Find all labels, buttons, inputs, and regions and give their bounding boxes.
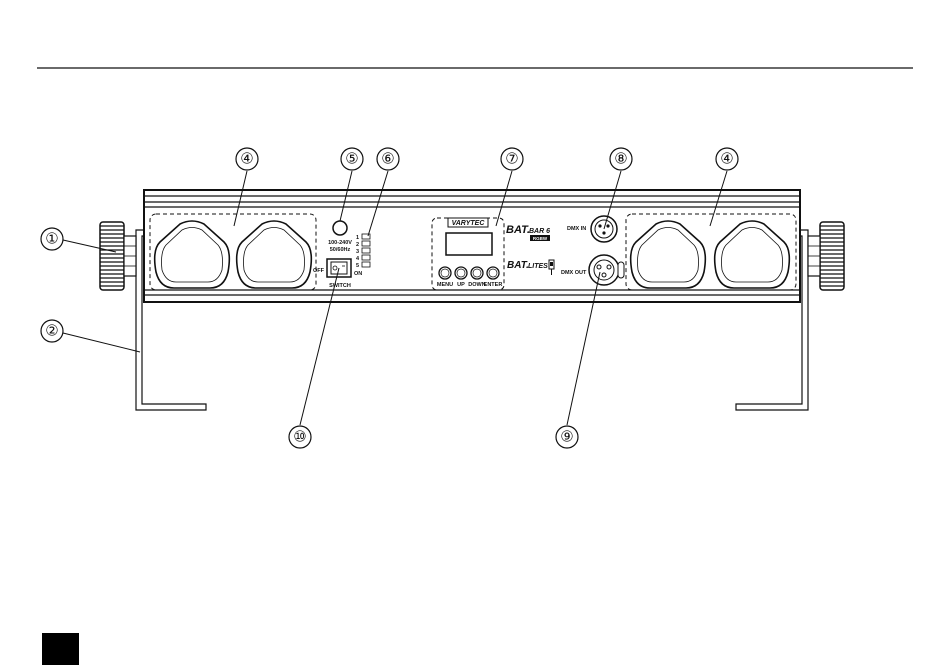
- dip-toggle: [362, 248, 370, 253]
- svg-text:ENTER: ENTER: [484, 282, 503, 288]
- brand-logo: VARYTEC: [448, 218, 488, 227]
- dmx-out-label: DMX OUT: [561, 270, 587, 276]
- left-fixing-knob: [100, 222, 136, 290]
- svg-text:⑨: ⑨: [560, 429, 573, 446]
- svg-text:⑤: ⑤: [345, 151, 358, 168]
- svg-text:BAT.: BAT.: [507, 260, 529, 271]
- callout-5: ⑤: [341, 148, 363, 170]
- lcd-display: [446, 233, 492, 255]
- dmx-in-label: DMX IN: [567, 226, 586, 232]
- dip-toggle: [362, 255, 370, 260]
- svg-text:⑧: ⑧: [614, 151, 627, 168]
- svg-text:②: ②: [45, 323, 58, 340]
- svg-text:①: ①: [45, 231, 58, 248]
- power-input-socket: [333, 221, 347, 235]
- callout-9: ⑨: [556, 426, 578, 448]
- svg-text:RGBW: RGBW: [533, 236, 548, 241]
- svg-text:⑦: ⑦: [505, 151, 518, 168]
- svg-text:BAR 6: BAR 6: [529, 228, 550, 235]
- svg-text:⑥: ⑥: [381, 151, 394, 168]
- svg-text:LITES: LITES: [528, 263, 548, 270]
- callout-7: ⑦: [501, 148, 523, 170]
- dip-toggle: [362, 241, 370, 246]
- svg-text:④: ④: [240, 151, 253, 168]
- callout-2: ②: [41, 320, 63, 342]
- svg-text:MENU: MENU: [437, 282, 453, 288]
- callout-4-right: ④: [716, 148, 738, 170]
- svg-text:BAT.: BAT.: [506, 224, 530, 236]
- svg-text:⑩: ⑩: [293, 429, 306, 446]
- frequency-label: 50/60Hz: [330, 247, 351, 253]
- dip-toggle: [362, 262, 370, 267]
- svg-text:④: ④: [720, 151, 733, 168]
- switch-on-label: ON: [354, 271, 362, 277]
- right-fixing-knob: [808, 222, 844, 290]
- callout-1: ①: [41, 228, 63, 250]
- voltage-label: 100-240V: [328, 240, 352, 246]
- dip-label: 2: [356, 242, 359, 248]
- switch-label: SWITCH: [329, 283, 351, 289]
- callout-8: ⑧: [610, 148, 632, 170]
- callout-4-left: ④: [236, 148, 258, 170]
- svg-text:VARYTEC: VARYTEC: [452, 220, 486, 227]
- switch-off-label: OFF: [313, 268, 325, 274]
- svg-text:UP: UP: [457, 282, 465, 288]
- page-marker-block: [42, 633, 79, 665]
- dip-label: 5: [356, 263, 359, 269]
- callout-10: ⑩: [289, 426, 311, 448]
- callout-6: ⑥: [377, 148, 399, 170]
- dip-label: 1: [356, 235, 359, 241]
- dip-label: 3: [356, 249, 359, 255]
